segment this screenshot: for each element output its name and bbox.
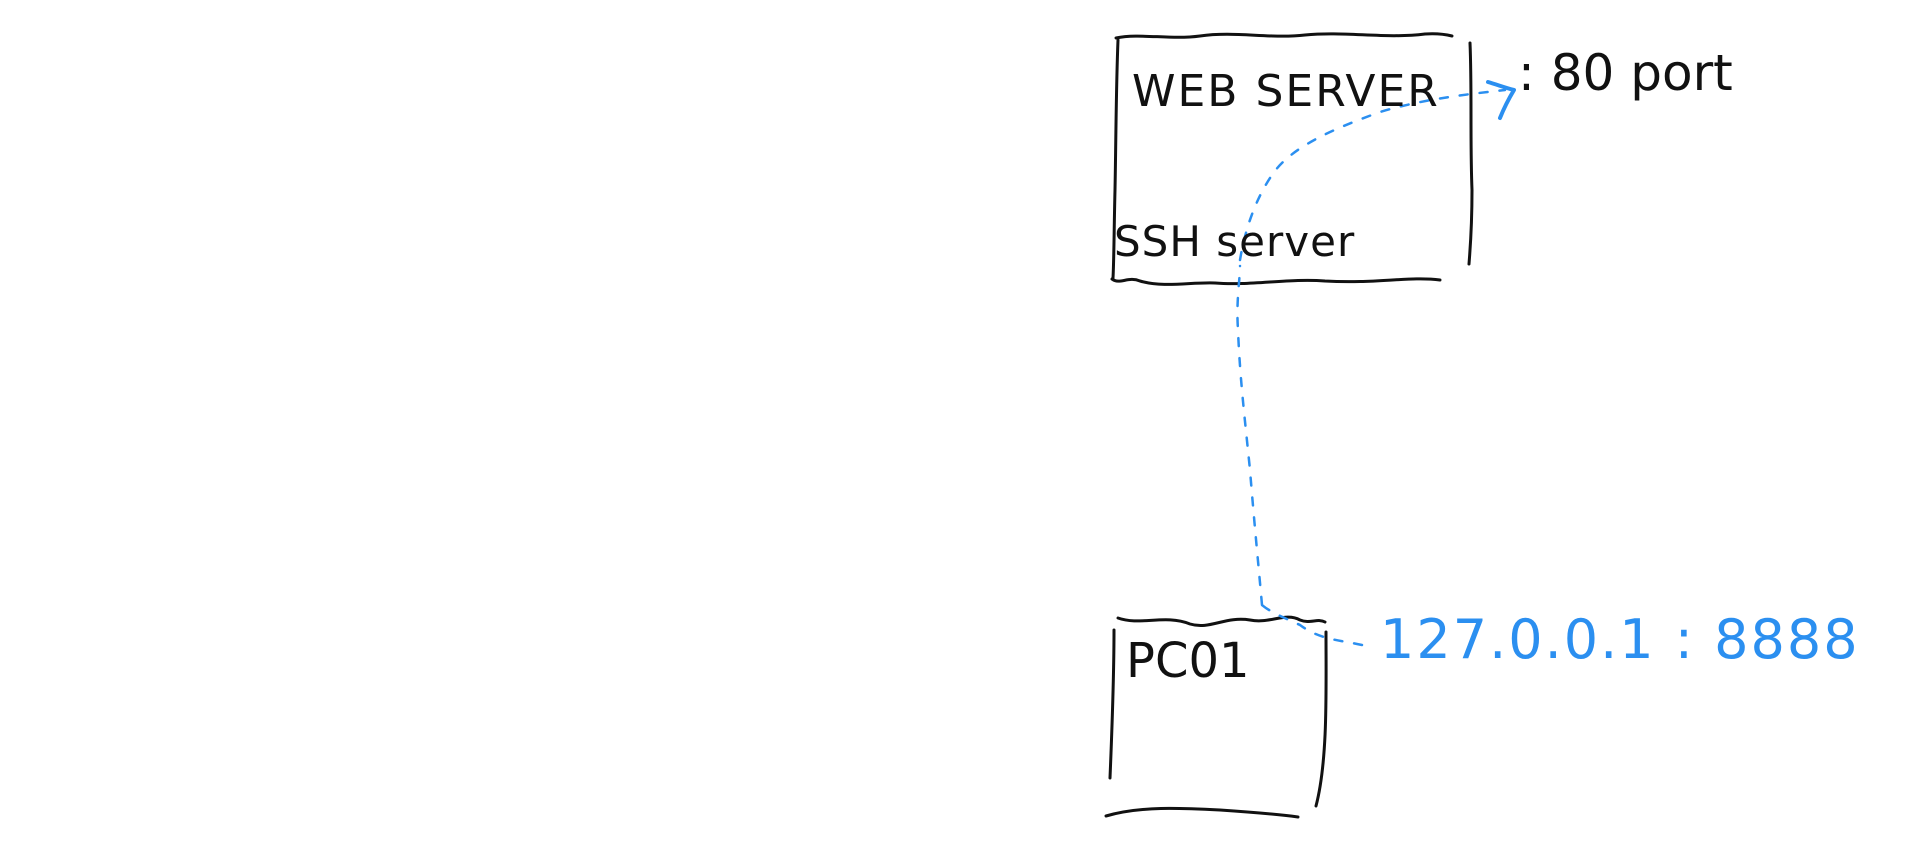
web-server-title: WEB SERVER (1132, 66, 1440, 117)
tunnel-segment-to-web (1238, 88, 1507, 262)
arrow-head-icon (1486, 80, 1516, 120)
tunnel-segment-local (1260, 603, 1364, 647)
web-server-box-bottom-edge (1110, 277, 1442, 286)
port-label: : 80 port (1518, 44, 1733, 102)
web-server-box-top-edge (1114, 32, 1454, 40)
pc01-title: PC01 (1126, 633, 1250, 689)
pc01-box-bottom-edge (1104, 806, 1300, 819)
web-server-box (1110, 32, 1474, 286)
pc01-box (1104, 615, 1328, 819)
web-server-box-right-edge (1467, 41, 1474, 266)
ssh-tunnel-path (1236, 88, 1507, 647)
local-address-label: 127.0.0.1 : 8888 (1380, 608, 1860, 671)
tunnel-segment-vertical (1236, 264, 1264, 607)
web-server-box-left-edge (1111, 38, 1120, 280)
pc01-box-right-edge (1314, 630, 1328, 808)
pc01-box-top-edge (1116, 615, 1327, 627)
pc01-box-left-edge (1108, 628, 1116, 780)
ssh-server-label: SSH server (1114, 217, 1355, 266)
